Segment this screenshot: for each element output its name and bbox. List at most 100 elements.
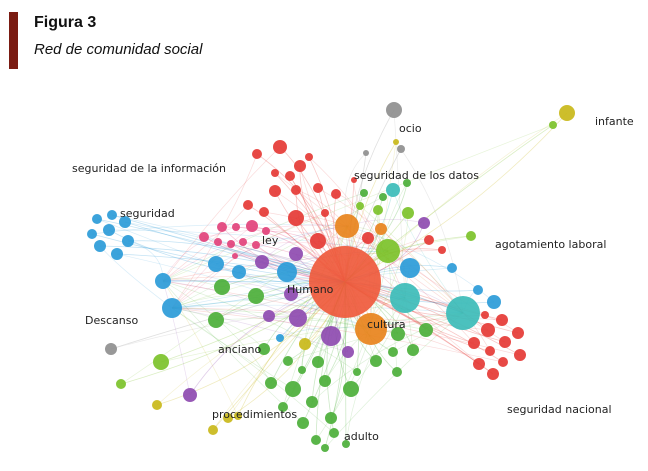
network-node bbox=[481, 323, 495, 337]
network-node bbox=[407, 344, 419, 356]
network-node bbox=[239, 238, 247, 246]
network-node bbox=[299, 338, 311, 350]
network-edge bbox=[162, 280, 272, 384]
network-node bbox=[119, 216, 131, 228]
network-edge bbox=[171, 307, 332, 337]
network-node bbox=[285, 171, 295, 181]
network-node bbox=[269, 185, 281, 197]
network-edge bbox=[171, 255, 236, 309]
network-node bbox=[319, 375, 331, 387]
network-node bbox=[246, 220, 258, 232]
network-node bbox=[438, 246, 446, 254]
network-edge bbox=[171, 304, 464, 314]
network-edge bbox=[203, 224, 348, 238]
network-edge bbox=[108, 229, 346, 283]
network-node bbox=[262, 227, 270, 235]
network-node bbox=[373, 205, 383, 215]
network-node bbox=[183, 388, 197, 402]
network-edge bbox=[171, 307, 335, 434]
network-node bbox=[402, 207, 414, 219]
network-node bbox=[252, 149, 262, 159]
network-node bbox=[116, 379, 126, 389]
network-node bbox=[214, 238, 222, 246]
network-node bbox=[386, 102, 402, 118]
label-infante: infante bbox=[595, 115, 634, 128]
label-ley: ley bbox=[262, 234, 279, 247]
network-node bbox=[285, 381, 301, 397]
network-node bbox=[393, 139, 399, 145]
network-node bbox=[232, 223, 240, 231]
network-node bbox=[391, 327, 405, 341]
network-node bbox=[152, 400, 162, 410]
network-edge bbox=[274, 190, 406, 299]
network-node bbox=[496, 314, 508, 326]
label-descanso: Descanso bbox=[85, 314, 138, 327]
network-node bbox=[227, 240, 235, 248]
network-edge bbox=[162, 204, 249, 282]
network-node bbox=[355, 313, 387, 345]
network-node bbox=[325, 412, 337, 424]
figure-caption: Red de comunidad social bbox=[34, 41, 203, 58]
network-node bbox=[375, 223, 387, 235]
label-cultura: cultura bbox=[367, 318, 406, 331]
network-node bbox=[155, 273, 171, 289]
network-node bbox=[418, 217, 430, 229]
network-node bbox=[255, 255, 269, 269]
network-node bbox=[466, 231, 476, 241]
network-node bbox=[498, 357, 508, 367]
network-node bbox=[277, 262, 297, 282]
network-node bbox=[400, 258, 420, 278]
network-edge bbox=[215, 225, 348, 265]
network-node bbox=[499, 336, 511, 348]
network-node bbox=[103, 224, 115, 236]
network-node bbox=[305, 153, 313, 161]
network-node bbox=[390, 283, 420, 313]
network-node bbox=[549, 121, 557, 129]
network-node bbox=[473, 358, 485, 370]
network-edge bbox=[162, 280, 239, 417]
network-node bbox=[289, 309, 307, 327]
network-node bbox=[362, 232, 374, 244]
network-edge bbox=[370, 212, 409, 330]
network-node bbox=[223, 413, 233, 423]
network-node bbox=[309, 246, 381, 318]
network-node bbox=[331, 189, 341, 199]
network-node bbox=[232, 253, 238, 259]
network-edge bbox=[91, 223, 348, 235]
network-node bbox=[321, 326, 341, 346]
network-edge bbox=[162, 280, 191, 396]
network-edge bbox=[317, 187, 464, 314]
network-node bbox=[234, 412, 242, 420]
network-node bbox=[208, 425, 218, 435]
network-node bbox=[258, 343, 270, 355]
network-node bbox=[403, 179, 411, 187]
network-edge bbox=[345, 297, 406, 445]
network-edge bbox=[344, 124, 554, 283]
network-node bbox=[485, 346, 495, 356]
network-node bbox=[248, 288, 264, 304]
network-node bbox=[363, 150, 369, 156]
network-node bbox=[512, 327, 524, 339]
label-ocio: ocio bbox=[399, 122, 422, 135]
network-node bbox=[360, 189, 368, 197]
network-node bbox=[446, 296, 480, 330]
network-node bbox=[294, 160, 306, 172]
network-node bbox=[153, 354, 169, 370]
network-node bbox=[312, 356, 324, 368]
network-node bbox=[514, 349, 526, 361]
network-node bbox=[94, 240, 106, 252]
network-edge bbox=[108, 229, 389, 252]
network-node bbox=[243, 200, 253, 210]
network-edge bbox=[171, 307, 294, 390]
network-node bbox=[353, 368, 361, 376]
network-edge bbox=[162, 280, 299, 319]
network-edge bbox=[160, 312, 464, 363]
network-node bbox=[92, 214, 102, 224]
network-edge bbox=[263, 211, 389, 252]
network-node bbox=[481, 311, 489, 319]
network-edge bbox=[311, 312, 464, 403]
network-node bbox=[105, 343, 117, 355]
network-node bbox=[107, 210, 117, 220]
network-node bbox=[217, 222, 227, 232]
